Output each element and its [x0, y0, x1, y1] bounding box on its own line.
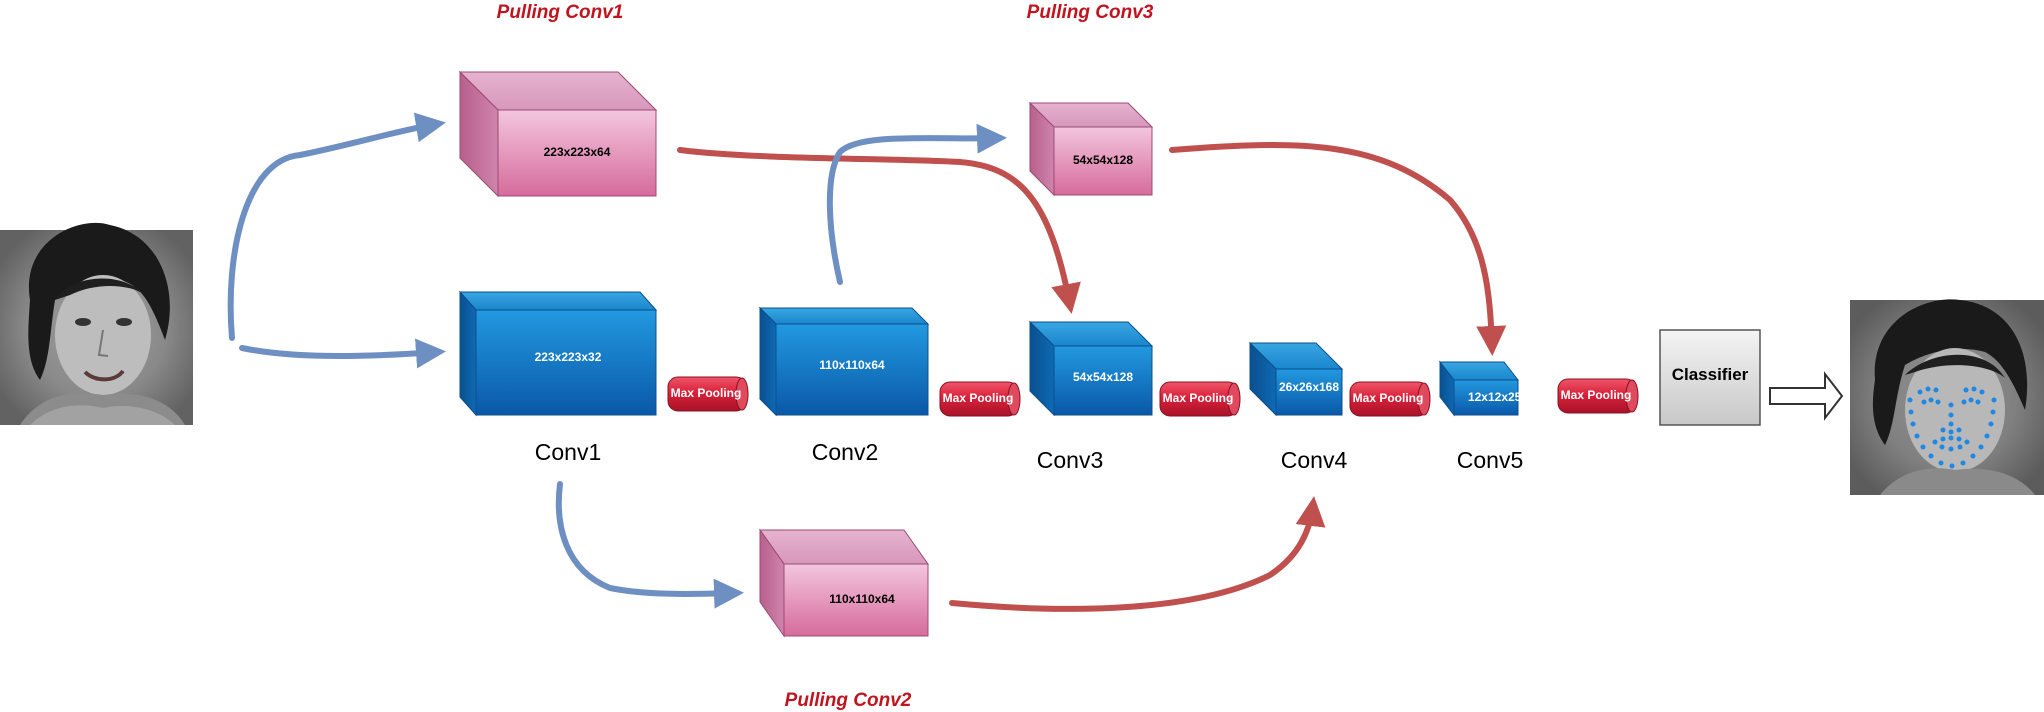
pulling-conv2-box: 110x110x64 — [759, 528, 929, 638]
output-arrow-icon — [1769, 371, 1844, 421]
arrow-pulling-conv3-to-conv5 — [1169, 142, 1507, 356]
max-pooling-label: Max Pooling — [943, 391, 1014, 405]
conv3-box: 54x54x128 — [1028, 320, 1154, 417]
conv5-size: 12x12x256 — [1468, 390, 1528, 404]
conv5-label: Conv5 — [1457, 447, 1523, 473]
max-pooling-label: Max Pooling — [1353, 391, 1424, 405]
arrow-pulling-conv1-to-conv3 — [677, 147, 1081, 314]
classifier-box: Classifier — [1659, 329, 1761, 426]
conv2-size: 110x110x64 — [819, 358, 885, 372]
max-pooling-3: Max Pooling — [1159, 381, 1241, 417]
max-pooling-label: Max Pooling — [671, 386, 742, 400]
pulling-conv3-box: 54x54x128 — [1028, 101, 1154, 197]
pulling-conv1-size: 223x223x64 — [544, 145, 611, 159]
pulling-conv1-label: Pulling Conv1 — [497, 2, 624, 23]
max-pooling-4: Max Pooling — [1349, 381, 1431, 417]
pulling-conv2-size: 110x110x64 — [829, 592, 895, 606]
pulling-conv3-size: 54x54x128 — [1073, 153, 1133, 167]
conv1-box: 223x223x32 — [458, 290, 658, 417]
max-pooling-1: Max Pooling — [667, 376, 749, 412]
classifier-label: Classifier — [1672, 365, 1749, 384]
conv4-size: 26x26x168 — [1279, 380, 1339, 394]
conv3-size: 54x54x128 — [1073, 370, 1133, 384]
arrows — [227, 112, 1507, 612]
max-pooling-5: Max Pooling — [1557, 378, 1639, 414]
conv2-label: Conv2 — [812, 439, 878, 465]
pulling-conv3-label: Pulling Conv3 — [1027, 2, 1154, 23]
arrow-input-to-conv1 — [239, 338, 446, 369]
conv5-box: 12x12x256 — [1438, 360, 1528, 417]
max-pooling-2: Max Pooling — [939, 381, 1021, 417]
input-face-photo-icon — [0, 222, 193, 425]
conv2-box: 110x110x64 — [758, 306, 930, 417]
conv1-label: Conv1 — [535, 439, 601, 465]
conv4-label: Conv4 — [1281, 447, 1348, 473]
arrow-conv2-to-pulling-conv3 — [826, 123, 1007, 285]
arrow-conv1-to-pulling-conv2 — [555, 481, 744, 609]
arrow-pulling-conv2-to-conv4 — [949, 496, 1326, 612]
conv1-size: 223x223x32 — [535, 350, 602, 364]
arrow-input-to-pulling-conv1 — [227, 112, 446, 341]
pulling-conv2-label: Pulling Conv2 — [785, 690, 912, 711]
conv3-label: Conv3 — [1037, 447, 1103, 473]
max-pooling-label: Max Pooling — [1163, 391, 1234, 405]
output-face-landmarks-icon — [1850, 299, 2044, 495]
conv4-box: 26x26x168 — [1248, 341, 1344, 417]
facial-landmark-points — [1907, 386, 1997, 469]
pulling-conv1-box: 223x223x64 — [458, 70, 658, 198]
max-pooling-label: Max Pooling — [1561, 388, 1632, 402]
